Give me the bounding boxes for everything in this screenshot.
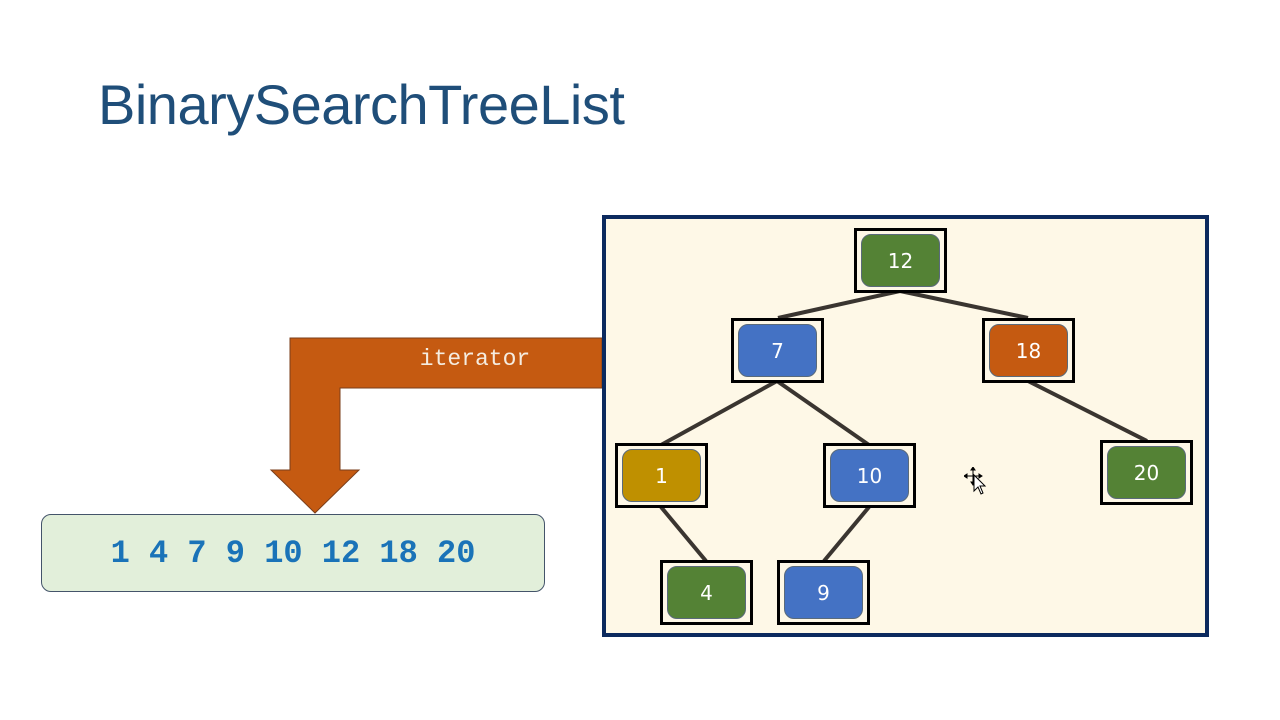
- node-value: 10: [830, 449, 909, 502]
- slide-title: BinarySearchTreeList: [98, 73, 625, 136]
- node-value: 1: [622, 449, 701, 502]
- tree-node-4[interactable]: 4: [660, 560, 753, 625]
- node-value: 9: [784, 566, 863, 619]
- node-value: 4: [667, 566, 746, 619]
- move-cursor-icon: [964, 467, 987, 495]
- tree-node-1[interactable]: 1: [615, 443, 708, 508]
- tree-node-18[interactable]: 18: [982, 318, 1075, 383]
- sorted-output-sequence: 1 4 7 9 10 12 18 20: [110, 534, 476, 572]
- node-value: 12: [861, 234, 940, 287]
- tree-node-20[interactable]: 20: [1100, 440, 1193, 505]
- node-value: 18: [989, 324, 1068, 377]
- tree-node-7[interactable]: 7: [731, 318, 824, 383]
- node-value: 7: [738, 324, 817, 377]
- tree-node-9[interactable]: 9: [777, 560, 870, 625]
- tree-node-12[interactable]: 12: [854, 228, 947, 293]
- tree-node-10[interactable]: 10: [823, 443, 916, 508]
- sorted-output-box: 1 4 7 9 10 12 18 20: [41, 514, 545, 592]
- iterator-label: iterator: [419, 346, 531, 372]
- node-value: 20: [1107, 446, 1186, 499]
